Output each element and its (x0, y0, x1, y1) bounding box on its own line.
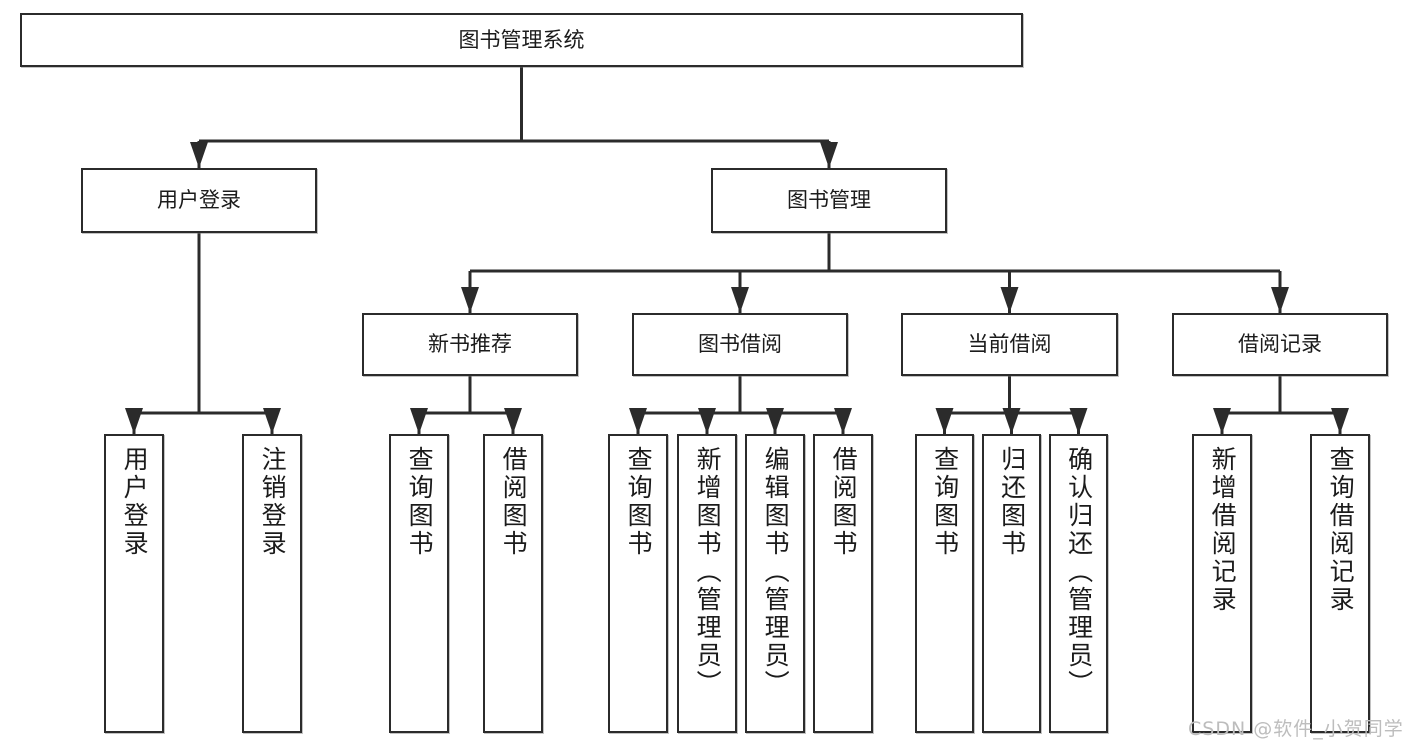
node-records[interactable]: 借阅记录 (1172, 313, 1388, 376)
node-current[interactable]: 当前借阅 (901, 313, 1118, 376)
node-label: 当前借阅 (967, 332, 1052, 357)
node-leaf-edit[interactable]: 编辑图书（管理员） (745, 434, 805, 733)
node-label: 查询图书 (624, 446, 654, 558)
node-leaf-confirm[interactable]: 确认归还（管理员） (1049, 434, 1108, 733)
node-leaf-q2[interactable]: 查询图书 (608, 434, 668, 733)
node-leaf-add[interactable]: 新增图书（管理员） (677, 434, 737, 733)
node-leaf-addrec[interactable]: 新增借阅记录 (1192, 434, 1252, 733)
node-label: 查询图书 (405, 446, 435, 558)
node-leaf-q3[interactable]: 查询图书 (915, 434, 974, 733)
node-label: 借阅图书 (829, 446, 859, 558)
node-label: 图书管理 (787, 188, 871, 213)
node-leaf-qrec[interactable]: 查询借阅记录 (1310, 434, 1370, 733)
node-label: 归还图书 (997, 446, 1027, 558)
node-label: 新增借阅记录 (1208, 446, 1238, 614)
node-label: 图书管理系统 (458, 27, 585, 52)
node-label: 借阅图书 (499, 446, 529, 558)
node-label: 查询图书 (930, 446, 960, 558)
node-leaf-q1[interactable]: 查询图书 (389, 434, 449, 733)
node-newbook[interactable]: 新书推荐 (362, 313, 578, 376)
node-leaf-b1[interactable]: 借阅图书 (483, 434, 543, 733)
node-label: 确认归还（管理员） (1064, 446, 1094, 698)
node-label: 新增图书（管理员） (693, 446, 723, 698)
node-label: 注销登录 (258, 446, 288, 558)
node-leaf-login[interactable]: 用户登录 (104, 434, 164, 733)
node-borrow[interactable]: 图书借阅 (632, 313, 848, 376)
node-label: 图书借阅 (698, 332, 782, 357)
node-label: 借阅记录 (1238, 332, 1322, 357)
node-root[interactable]: 图书管理系统 (20, 13, 1023, 67)
node-leaf-return[interactable]: 归还图书 (982, 434, 1041, 733)
node-label: 用户登录 (120, 446, 150, 558)
node-label: 编辑图书（管理员） (761, 446, 791, 698)
node-bookmgmt[interactable]: 图书管理 (711, 168, 947, 233)
node-label: 用户登录 (157, 188, 241, 213)
node-login[interactable]: 用户登录 (81, 168, 317, 233)
node-leaf-b2[interactable]: 借阅图书 (813, 434, 873, 733)
node-label: 新书推荐 (428, 332, 512, 357)
node-label: 查询借阅记录 (1326, 446, 1356, 614)
node-leaf-logout[interactable]: 注销登录 (242, 434, 302, 733)
